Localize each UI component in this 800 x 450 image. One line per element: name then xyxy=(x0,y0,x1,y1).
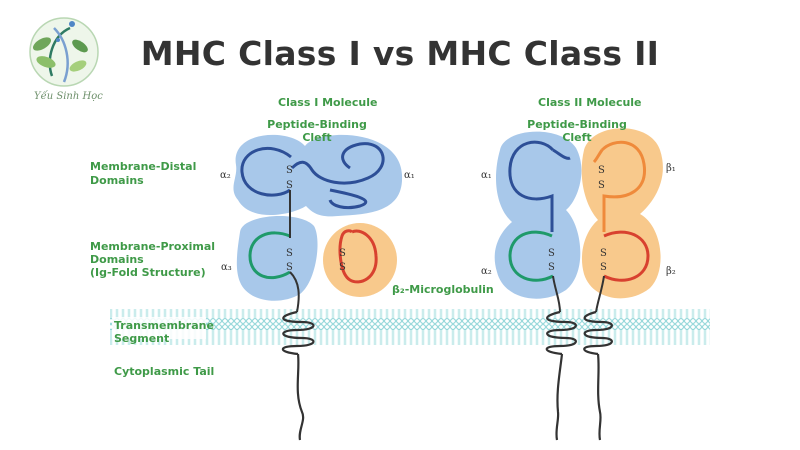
class1-molecule-label: Class I Molecule xyxy=(278,96,378,109)
class1-alpha3-chain xyxy=(248,231,291,280)
class2-a1-label: α₁ xyxy=(481,170,492,181)
class2-alpha2-chain xyxy=(508,230,554,282)
class1-cleft-line1: Peptide-Binding xyxy=(267,118,367,131)
class2-a2-label: α₂ xyxy=(481,266,492,277)
membrane-proximal-line1: Membrane-Proximal xyxy=(90,240,216,253)
class2-alpha2-disulfide-1: S xyxy=(548,248,555,259)
class1-disulfide-a3-1: S xyxy=(286,248,293,259)
membrane-proximal-line3: (Ig-Fold Structure) xyxy=(90,266,206,279)
class2-molecule-label: Class II Molecule xyxy=(538,96,642,109)
class1-disulfide-top-1: S xyxy=(286,165,293,176)
class2-beta1-chain xyxy=(592,140,646,232)
b2-disulfide-2: S xyxy=(339,262,346,273)
transmembrane-label-box xyxy=(112,317,206,339)
membrane-distal-line1: Membrane-Distal xyxy=(90,160,197,173)
class2-alpha-transmembrane-coil xyxy=(545,310,577,441)
page-title: MHC Class I vs MHC Class II xyxy=(140,34,660,73)
transmembrane-line1: Transmembrane xyxy=(114,319,214,332)
membrane-distal-label: Membrane-Distal Domains xyxy=(90,160,196,188)
class2-beta-domain xyxy=(581,128,663,299)
class1-a1-label: α₁ xyxy=(404,170,415,181)
beta2-chain xyxy=(338,229,378,284)
class2-beta2-disulfide-2: S xyxy=(600,262,607,273)
class1-cleft-label: Peptide-Binding Cleft xyxy=(262,118,372,144)
class2-alpha1-chain xyxy=(508,140,555,232)
class2-alpha-linker xyxy=(552,275,561,313)
logo-text: Yếu Sinh Học xyxy=(34,91,103,102)
class2-cleft-line1: Peptide-Binding xyxy=(527,118,627,131)
class1-disulfide-top-2: S xyxy=(286,180,293,191)
class1-linker-chain xyxy=(289,190,300,313)
b2-microglobulin-label: β₂-Microglobulin xyxy=(392,283,494,296)
b2-disulfide-1: S xyxy=(339,248,346,259)
class2-b2-label: β₂ xyxy=(666,266,676,277)
class1-a2-label: α₂ xyxy=(220,170,231,181)
class1-transmembrane-coil xyxy=(281,310,315,441)
membrane-proximal-line2: Domains xyxy=(90,253,144,266)
class1-a3-label: α₃ xyxy=(221,262,232,273)
logo-icon xyxy=(29,17,99,87)
class2-beta2-chain xyxy=(603,230,650,282)
class2-cleft-label: Peptide-Binding Cleft xyxy=(522,118,632,144)
transmembrane-label: Transmembrane Segment xyxy=(114,319,214,345)
class2-beta-linker xyxy=(595,275,605,313)
class2-beta1-disulfide-1: S xyxy=(598,165,605,176)
class2-b1-label: β₁ xyxy=(666,163,676,174)
transmembrane-line2: Segment xyxy=(114,332,170,345)
class2-cleft-line2: Cleft xyxy=(562,131,592,144)
class1-disulfide-a3-2: S xyxy=(286,262,293,273)
class1-cleft-line2: Cleft xyxy=(302,131,332,144)
cytoplasmic-tail-label: Cytoplasmic Tail xyxy=(114,365,215,378)
class1-alpha-chain-top xyxy=(240,142,385,210)
class2-beta-transmembrane-coil xyxy=(583,310,613,441)
class2-beta2-disulfide-1: S xyxy=(600,248,607,259)
class2-alpha-domain xyxy=(494,131,582,299)
membrane-distal-line2: Domains xyxy=(90,174,144,187)
class2-beta1-disulfide-2: S xyxy=(598,180,605,191)
class2-alpha1-cleft-chain xyxy=(552,148,571,160)
beta2-microglobulin-domain xyxy=(323,223,397,297)
class2-alpha2-disulfide-2: S xyxy=(548,262,555,273)
membrane-proximal-label: Membrane-Proximal Domains (Ig-Fold Struc… xyxy=(90,240,215,279)
